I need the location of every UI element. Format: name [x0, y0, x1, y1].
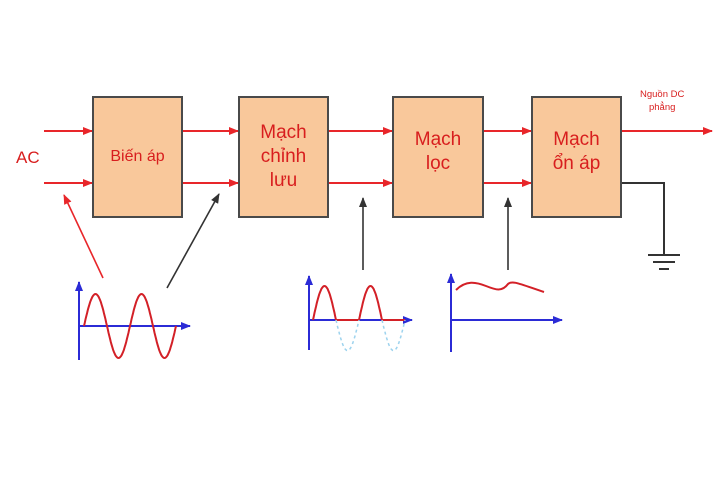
annotation-arrows: [63, 193, 512, 289]
wave1-sine-curve: [83, 292, 177, 360]
wave2-rectified-curve: [312, 284, 405, 321]
wave2-removed-half-cycles: [335, 319, 406, 352]
dc-output-label: Nguồn DC phẳng: [640, 89, 685, 113]
waveform-ac-sine: [75, 281, 191, 360]
ac-input-lines: [44, 127, 93, 187]
transformer-label: Biến áp: [110, 148, 165, 165]
waveform-filtered: [447, 273, 563, 352]
block-connections: [183, 127, 532, 187]
regulator-block: Mạch ổn áp: [531, 96, 622, 218]
filter-label: Mạch lọc: [414, 129, 462, 174]
wave3-ripple-curve: [455, 281, 545, 293]
filter-block: Mạch lọc: [392, 96, 484, 218]
transformer-block: Biến áp: [92, 96, 183, 218]
waveform-rectified: [305, 275, 413, 352]
rectifier-block: Mạch chỉnh lưu: [238, 96, 329, 218]
dc-output: [622, 127, 713, 270]
rectifier-label: Mạch chỉnh lưu: [260, 122, 307, 191]
arrow-ac-to-transformer-output: [166, 193, 220, 289]
ac-input-label: AC: [16, 148, 40, 167]
arrow-ac-to-input: [63, 194, 104, 279]
regulator-label: Mạch ổn áp: [552, 129, 601, 174]
ground-wire: [622, 182, 665, 254]
